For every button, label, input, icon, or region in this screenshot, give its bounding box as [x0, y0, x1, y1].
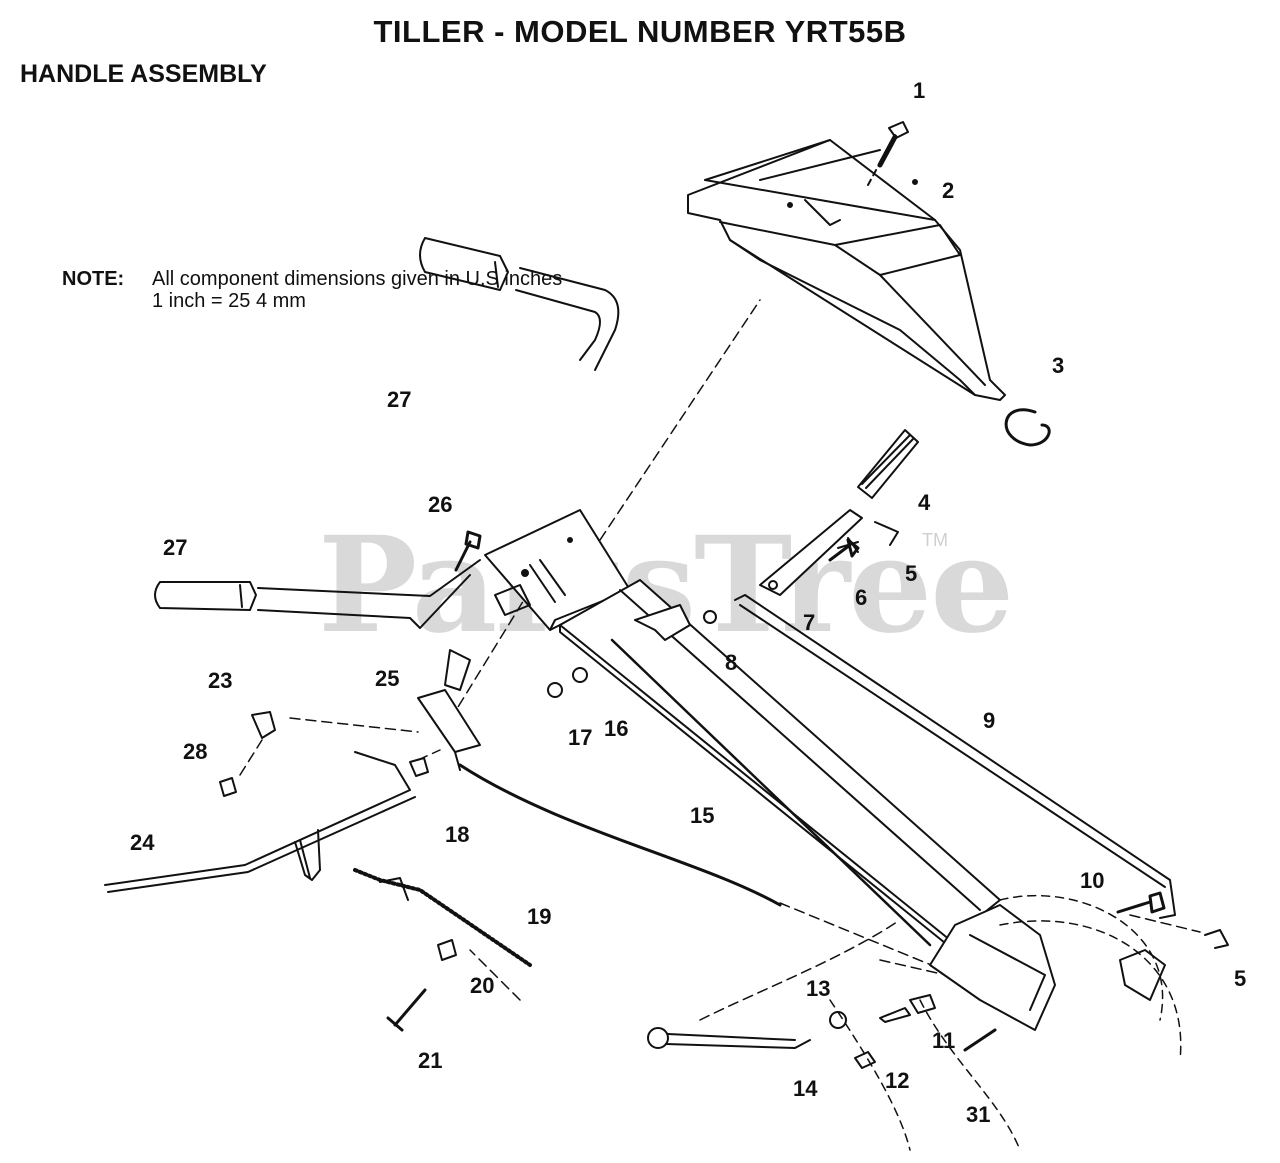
- callout-23: 23: [208, 668, 233, 693]
- part-grip-upper: [419, 237, 509, 291]
- callout-2: 2: [942, 178, 955, 203]
- callout-27-upper: 27: [387, 387, 412, 412]
- dimension-note: NOTE: All component dimensions given in U…: [62, 268, 562, 312]
- callout-13: 13: [806, 976, 831, 1001]
- part-spring-cable-19: [353, 868, 532, 967]
- callout-11: 11: [932, 1028, 956, 1053]
- callout-28: 28: [183, 739, 208, 764]
- part-bolt-31: [963, 1028, 997, 1052]
- callout-12: 12: [885, 1068, 910, 1093]
- callout-21: 21: [418, 1048, 443, 1073]
- callout-5-lower: 5: [1234, 966, 1247, 991]
- callout-7: 7: [803, 610, 816, 635]
- part-clip-11: [909, 994, 936, 1014]
- callout-1: 1: [913, 78, 926, 103]
- part-bolt-10: [1116, 891, 1166, 914]
- part-shift-rod: [734, 594, 1176, 919]
- callout-25: 25: [375, 666, 400, 691]
- part-nut-28: [219, 777, 237, 797]
- trademark-mark: TM: [922, 530, 948, 550]
- part-clip-lower: [1204, 929, 1229, 949]
- part-grip-lower: [154, 581, 257, 611]
- callout-26: 26: [428, 492, 453, 517]
- part-clip-20: [437, 939, 457, 961]
- part-handle-cover: [687, 139, 1006, 401]
- part-nut-17: [547, 682, 563, 698]
- page-title: TILLER - MODEL NUMBER YRT55B: [373, 14, 907, 49]
- part-handle-bracket: [484, 509, 631, 631]
- callout-14: 14: [793, 1076, 818, 1101]
- callout-8: 8: [725, 650, 738, 675]
- part-shift-lever: [759, 429, 919, 596]
- tiller-body-outline: [829, 895, 1182, 1151]
- callout-17: 17: [568, 725, 593, 750]
- callout-5: 5: [905, 561, 918, 586]
- callout-18: 18: [445, 822, 470, 847]
- part-clamp-23: [251, 711, 276, 739]
- callout-9: 9: [983, 708, 996, 733]
- callout-24: 24: [130, 830, 155, 855]
- part-pin-11: [879, 1007, 911, 1023]
- callout-15: 15: [690, 803, 715, 828]
- note-line-2: 1 inch = 25 4 mm: [152, 290, 306, 312]
- part-screw-21: [386, 988, 427, 1032]
- part-rod-24: [104, 751, 416, 893]
- part-screw-26: [454, 530, 482, 572]
- callout-31: 31: [966, 1102, 991, 1127]
- callout-10: 10: [1080, 868, 1105, 893]
- part-washer-13: [829, 1011, 847, 1029]
- note-line-1: All component dimensions given in U.S in…: [152, 268, 563, 290]
- callout-20: 20: [470, 973, 495, 998]
- callout-6: 6: [855, 585, 868, 610]
- callout-19: 19: [527, 904, 552, 929]
- part-clip-upper: [874, 521, 899, 546]
- part-depth-lever: [647, 1027, 811, 1049]
- part-control-bracket: [417, 649, 481, 771]
- callout-4: 4: [918, 490, 931, 515]
- callout-16: 16: [604, 716, 629, 741]
- part-handle-bar: [257, 267, 620, 629]
- part-mount-tab: [634, 604, 691, 641]
- part-handle-tube: [559, 579, 1001, 948]
- note-label: NOTE:: [62, 268, 125, 290]
- part-control-cable: [458, 763, 782, 907]
- part-cable-15: [610, 638, 932, 947]
- part-retaining-ring: [1004, 408, 1051, 447]
- part-nut-18: [409, 757, 429, 777]
- part-bolt-6: [828, 538, 860, 562]
- section-title: HANDLE ASSEMBLY: [20, 60, 267, 88]
- part-nut-12: [854, 1051, 876, 1069]
- part-lower-bracket: [929, 904, 1166, 1031]
- callout-3: 3: [1052, 353, 1065, 378]
- callout-27-lower: 27: [163, 535, 188, 560]
- part-spacer-8: [703, 610, 717, 624]
- part-screw-1: [867, 121, 909, 186]
- part-washer-16: [572, 667, 588, 683]
